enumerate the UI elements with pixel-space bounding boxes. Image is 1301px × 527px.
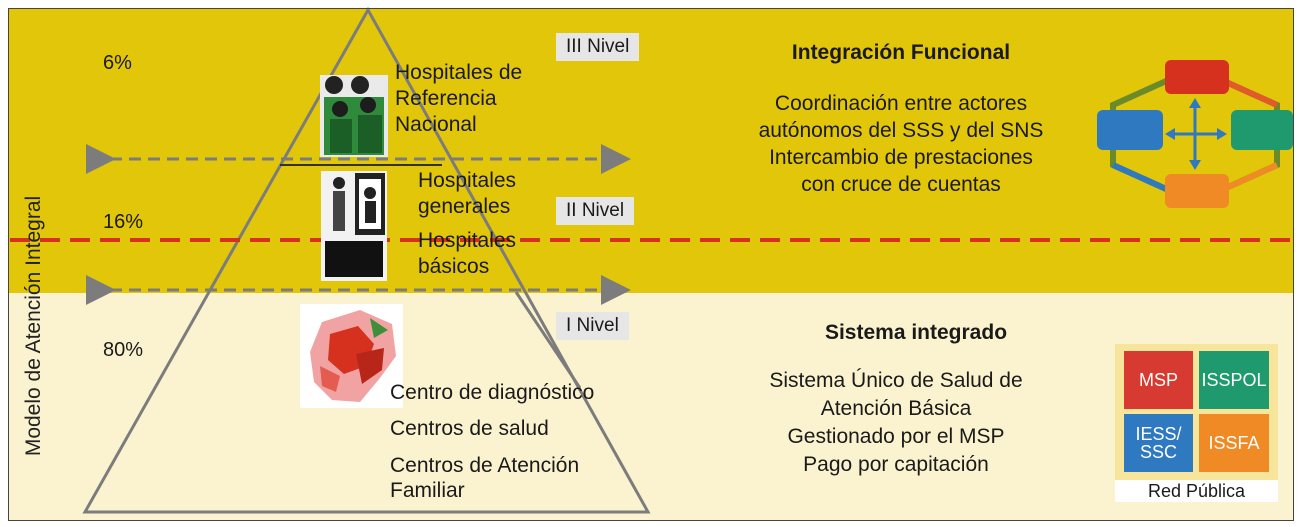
label-base-3: Centros de Atención	[390, 454, 580, 477]
percent-ii: 16%	[103, 211, 144, 233]
integrated-line-1: Sistema Único de Salud de	[769, 369, 1023, 392]
integrated-line-4: Pago por capitación	[803, 453, 989, 476]
hospital-bed-image	[321, 171, 387, 281]
integrated-line-2: Atención Básica	[820, 397, 972, 420]
label-base-2: Centros de salud	[390, 417, 549, 440]
functional-line-1: Coordinación entre actores	[774, 92, 1028, 115]
percent-iii: 6%	[103, 52, 132, 74]
label-base-4: Familiar	[390, 479, 465, 502]
level-ii-badge: II Nivel	[556, 197, 635, 225]
label-referencia-3: Nacional	[395, 113, 477, 136]
tile-issfa: ISSFA	[1199, 414, 1269, 472]
map-image	[300, 304, 403, 408]
level-i-band	[8, 293, 1294, 521]
functional-line-2: autónomos del SSS y del SNS	[758, 119, 1044, 142]
tier-line-right	[514, 291, 582, 389]
level-iii-badge: III Nivel	[556, 33, 640, 61]
functional-line-4: con cruce de cuentas	[801, 173, 1001, 196]
percent-i: 80%	[103, 339, 144, 361]
integrated-line-3: Gestionado por el MSP	[787, 425, 1005, 448]
functional-title: Integración Funcional	[791, 41, 1011, 64]
red-publica-label: Red Pública	[1115, 480, 1278, 502]
label-referencia-1: Hospitales de	[395, 61, 523, 84]
label-basicos-2: básicos	[418, 255, 490, 278]
side-label: Modelo de Atención Integral	[22, 195, 45, 457]
doctors-image	[320, 75, 388, 157]
label-generales-2: generales	[418, 195, 511, 218]
tile-msp: MSP	[1124, 351, 1193, 409]
label-generales-1: Hospitales	[418, 169, 517, 192]
level-i-badge: I Nivel	[556, 312, 629, 340]
tile-isspol: ISSPOL	[1199, 351, 1269, 409]
pyramid-outline	[82, 6, 651, 514]
integrated-title: Sistema integrado	[824, 321, 1008, 344]
label-referencia-2: Referencia	[395, 87, 497, 110]
label-basicos-1: Hospitales	[418, 229, 517, 252]
functional-line-3: Intercambio de prestaciones	[769, 146, 1033, 169]
label-base-1: Centro de diagnóstico	[390, 381, 595, 404]
tile-iess-ssc: IESS/ SSC	[1124, 414, 1193, 472]
coordination-icon	[1097, 60, 1293, 208]
